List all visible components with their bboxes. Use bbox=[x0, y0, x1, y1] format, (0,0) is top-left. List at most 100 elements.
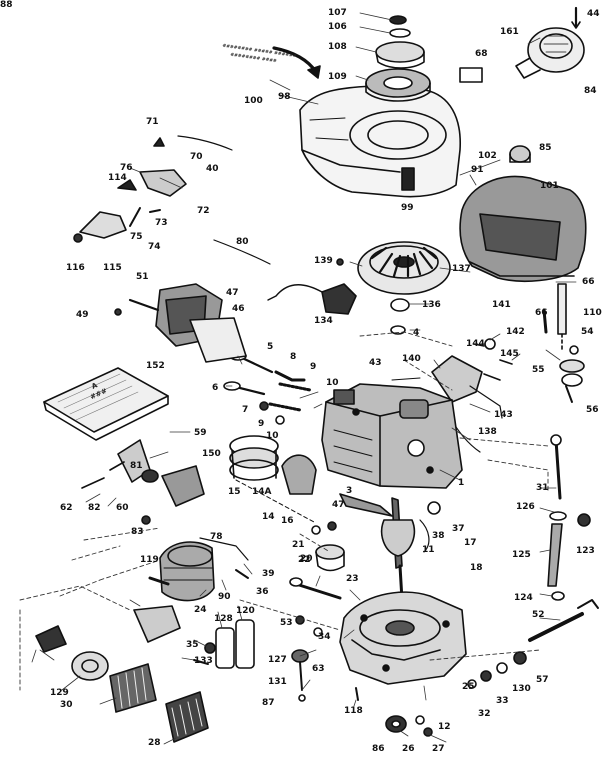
part-number-label: 47 bbox=[226, 288, 239, 298]
part-number-label: 161 bbox=[500, 27, 519, 37]
piston-part bbox=[289, 521, 345, 600]
part-number-label: 14A bbox=[252, 487, 272, 497]
part-number-label: 22 bbox=[298, 555, 311, 565]
air-cleaner-part bbox=[35, 625, 209, 743]
part-number-label: 72 bbox=[197, 206, 210, 216]
valves-part bbox=[223, 351, 312, 425]
part-number-label: 3 bbox=[346, 486, 353, 496]
part-number-label: 83 bbox=[131, 527, 144, 537]
part-number-label: 9 bbox=[310, 362, 317, 372]
owners-manual-part bbox=[43, 367, 169, 441]
part-number-label: 59 bbox=[194, 428, 207, 438]
flywheel-part bbox=[357, 241, 451, 335]
part-number-label: 21 bbox=[292, 540, 305, 550]
part-number-label: 74 bbox=[148, 242, 161, 252]
part-number-label: 47 bbox=[332, 500, 345, 510]
part-number-label: 28 bbox=[148, 738, 161, 748]
decal-part bbox=[459, 67, 483, 83]
part-number-label: 7 bbox=[242, 405, 249, 415]
part-number-label: 26 bbox=[402, 744, 415, 754]
part-number-label: 119 bbox=[140, 555, 159, 565]
part-number-label: 4 bbox=[413, 328, 420, 338]
muffler-part bbox=[141, 515, 249, 602]
part-number-label: 76 bbox=[120, 163, 133, 173]
part-number-label: 36 bbox=[256, 587, 269, 597]
part-number-label: 9 bbox=[258, 419, 265, 429]
part-number-label: 114 bbox=[108, 173, 127, 183]
part-number-label: 30 bbox=[60, 700, 73, 710]
part-number-label: 130 bbox=[512, 684, 531, 694]
part-number-label: 139 bbox=[314, 256, 333, 266]
part-number-label: 33 bbox=[496, 696, 509, 706]
part-number-label: 15 bbox=[228, 487, 241, 497]
part-number-label: 88 bbox=[0, 0, 13, 10]
part-number-label: 142 bbox=[506, 327, 525, 337]
part-number-label: 99 bbox=[401, 203, 414, 213]
part-number-label: 84 bbox=[584, 86, 597, 96]
part-number-label: 10 bbox=[266, 431, 279, 441]
part-number-label: 116 bbox=[66, 263, 85, 273]
part-number-label: 100 bbox=[244, 96, 263, 106]
part-number-label: 124 bbox=[514, 593, 533, 603]
guard-part bbox=[515, 6, 585, 79]
governor-controls-part bbox=[431, 338, 513, 453]
cylinder-block-part bbox=[321, 377, 463, 489]
part-number-label: 98 bbox=[278, 92, 291, 102]
part-number-label: 106 bbox=[328, 22, 347, 32]
part-number-label: 52 bbox=[532, 610, 545, 620]
part-number-label: 144 bbox=[466, 339, 485, 349]
part-number-label: 73 bbox=[155, 218, 168, 228]
part-number-label: 66 bbox=[582, 277, 595, 287]
part-number-label: 10 bbox=[326, 378, 339, 388]
part-number-label: 87 bbox=[262, 698, 275, 708]
part-number-label: 40 bbox=[206, 164, 219, 174]
intake-manifold-part bbox=[81, 439, 205, 507]
part-number-label: 115 bbox=[103, 263, 122, 273]
part-number-label: 152 bbox=[146, 361, 165, 371]
part-number-label: 75 bbox=[130, 232, 143, 242]
part-number-label: 102 bbox=[478, 151, 497, 161]
part-number-label: 78 bbox=[210, 532, 223, 542]
part-number-label: 81 bbox=[130, 461, 143, 471]
part-number-label: 134 bbox=[314, 316, 333, 326]
part-number-label: 25 bbox=[462, 682, 475, 692]
part-number-label: 82 bbox=[88, 503, 101, 513]
part-number-label: 70 bbox=[190, 152, 203, 162]
part-number-label: 35 bbox=[186, 640, 199, 650]
part-number-label: 126 bbox=[516, 502, 535, 512]
part-number-label: 71 bbox=[146, 117, 159, 127]
part-number-label: 24 bbox=[194, 605, 207, 615]
part-number-label: 51 bbox=[136, 272, 149, 282]
part-number-label: 138 bbox=[478, 427, 497, 437]
part-number-label: 49 bbox=[76, 310, 89, 320]
part-number-label: 56 bbox=[586, 405, 599, 415]
air-filter-base-part bbox=[133, 605, 255, 669]
fuel-line-part bbox=[542, 283, 585, 403]
part-number-label: 38 bbox=[432, 531, 445, 541]
ignition-coil-part bbox=[213, 239, 357, 315]
part-number-label: 110 bbox=[583, 308, 602, 318]
part-number-label: 150 bbox=[202, 449, 221, 459]
part-number-label: 129 bbox=[50, 688, 69, 698]
part-number-label: 109 bbox=[328, 72, 347, 82]
part-number-label: 127 bbox=[268, 655, 287, 665]
part-number-label: 37 bbox=[452, 524, 465, 534]
part-number-label: 46 bbox=[232, 304, 245, 314]
part-number-label: 145 bbox=[500, 349, 519, 359]
part-number-label: 66 bbox=[535, 308, 548, 318]
part-number-label: 43 bbox=[369, 358, 382, 368]
part-number-label: 55 bbox=[532, 365, 545, 375]
dipstick-part bbox=[467, 434, 599, 689]
part-number-label: 17 bbox=[464, 538, 477, 548]
oil-seal-part bbox=[385, 715, 433, 737]
part-number-label: 54 bbox=[581, 327, 594, 337]
part-number-label: 143 bbox=[494, 410, 513, 420]
part-number-label: 118 bbox=[344, 706, 363, 716]
part-number-label: 11 bbox=[422, 545, 435, 555]
part-number-label: 90 bbox=[218, 592, 231, 602]
carburetor-part bbox=[114, 283, 247, 363]
part-number-label: 141 bbox=[492, 300, 511, 310]
blower-housing-part bbox=[299, 85, 461, 198]
part-number-label: 80 bbox=[236, 237, 249, 247]
